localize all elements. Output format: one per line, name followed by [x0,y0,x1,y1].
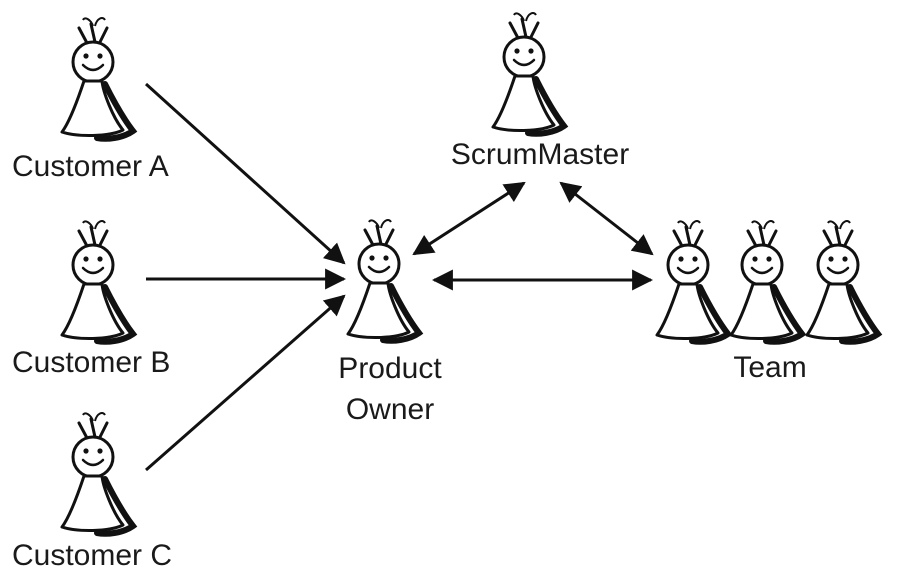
customer-a-label: Customer A [12,150,169,183]
customer-a-figure [62,18,133,139]
customer-c-label: Customer C [12,539,173,572]
team-member-figure-2 [731,221,802,342]
arrow-customer-c-to-product-owner [145,294,346,472]
scrum-master-label: ScrumMaster [450,138,630,171]
scrum-master-figure [493,13,564,134]
arrow-product-owner-scrum-master [412,181,526,256]
customer-b-figure [62,221,133,342]
product-owner-label-line2: Owner [345,393,435,426]
customer-c-figure [62,413,133,534]
customer-b-label: Customer B [12,346,171,379]
arrow-scrum-master-team [559,181,654,256]
product-owner-label-line1: Product [338,352,442,385]
arrow-customer-a-to-product-owner [144,82,346,265]
product-owner-figure [348,220,419,341]
team-label: Team [733,351,807,384]
team-member-figure-1 [657,221,728,342]
team-member-figure-3 [807,221,878,342]
